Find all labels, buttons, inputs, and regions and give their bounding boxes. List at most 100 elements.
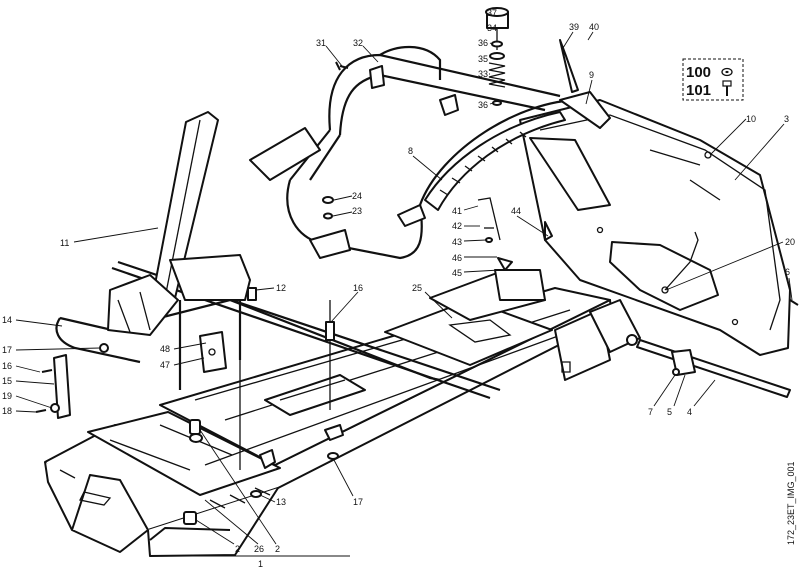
callout-label-42: 42 <box>452 221 462 231</box>
callout-label-43: 43 <box>452 237 462 247</box>
chassis-drawing <box>35 7 799 557</box>
callout-label-37: 37 <box>487 8 497 18</box>
callout-label-12: 12 <box>276 283 286 293</box>
hardware-legend: 100 101 <box>682 58 744 101</box>
callout-label-40: 40 <box>589 22 599 32</box>
leader-line-c11 <box>73 227 159 243</box>
leader-line-c5 <box>673 374 686 407</box>
leader-line-c8 <box>412 155 443 181</box>
leader-line-c47 <box>173 357 205 366</box>
callout-label-2: 2 <box>275 544 280 554</box>
leader-line-c7 <box>653 374 676 407</box>
callout-label-8: 8 <box>408 146 413 156</box>
leader-line-c2a <box>195 519 235 545</box>
callout-label-20: 20 <box>785 237 795 247</box>
callout-label-13: 13 <box>276 497 286 507</box>
upper-brackets <box>559 39 611 129</box>
leader-lines <box>15 27 793 557</box>
callout-label-4: 4 <box>687 407 692 417</box>
callout-label-7: 7 <box>648 407 653 417</box>
leader-line-c39 <box>562 31 574 49</box>
callout-label-14: 14 <box>2 315 12 325</box>
leader-line-c24 <box>333 195 353 201</box>
callout-label-23: 23 <box>352 206 362 216</box>
callout-label-3: 3 <box>784 114 789 124</box>
leader-line-c15 <box>15 380 55 385</box>
leader-line-c13 <box>259 494 276 503</box>
leader-line-c48 <box>173 342 207 350</box>
leader-line-c41 <box>463 205 479 211</box>
leader-line-c4 <box>693 379 716 407</box>
cable-20 <box>661 231 699 294</box>
callout-label-9: 9 <box>589 70 594 80</box>
leader-line-c35 <box>489 56 492 59</box>
leader-line-c20 <box>665 241 784 291</box>
leader-line-c17b <box>333 459 354 497</box>
callout-label-2: 2 <box>235 544 240 554</box>
callout-label-36: 36 <box>478 100 488 110</box>
callout-label-16: 16 <box>2 361 12 371</box>
leader-line-c40 <box>587 31 594 41</box>
leader-line-c18 <box>15 410 37 413</box>
front-upright <box>107 111 251 336</box>
callout-label-47: 47 <box>160 360 170 370</box>
cable-guide <box>424 111 566 211</box>
leader-line-c17a <box>15 347 101 351</box>
callout-label-39: 39 <box>569 22 579 32</box>
leader-line-c44 <box>516 215 549 237</box>
callout-label-17: 17 <box>353 497 363 507</box>
leader-line-c36a <box>489 42 493 45</box>
callout-label-41: 41 <box>452 206 462 216</box>
leader-line-c43 <box>463 239 487 242</box>
callout-label-10: 10 <box>746 114 756 124</box>
leader-line-c26 <box>204 499 259 545</box>
spring-assembly <box>485 7 509 106</box>
callout-label-25: 25 <box>412 283 422 293</box>
callout-label-31: 31 <box>316 38 326 48</box>
callout-label-46: 46 <box>452 253 462 263</box>
callout-label-45: 45 <box>452 268 462 278</box>
callout-label-44: 44 <box>511 206 521 216</box>
leader-line-c23 <box>332 211 353 217</box>
callout-label-24: 24 <box>352 191 362 201</box>
leader-line-c32 <box>362 45 379 63</box>
callout-label-35: 35 <box>478 54 488 64</box>
leader-line-c25 <box>424 291 453 319</box>
leader-line-c36b <box>489 102 494 105</box>
callout-label-36: 36 <box>478 38 488 48</box>
callout-label-32: 32 <box>353 38 363 48</box>
callout-label-18: 18 <box>2 406 12 416</box>
callout-label-15: 15 <box>2 376 12 386</box>
callout-label-19: 19 <box>2 391 12 401</box>
callout-label-17: 17 <box>2 345 12 355</box>
leader-line-c31 <box>325 45 343 67</box>
leader-line-c6 <box>788 277 793 301</box>
rear-tube-frame <box>249 45 581 260</box>
hardware <box>35 61 799 498</box>
leader-line-c9 <box>585 79 593 105</box>
callout-label-33: 33 <box>478 69 488 79</box>
leader-line-c2b <box>199 429 277 545</box>
leader-line-c45 <box>463 269 501 273</box>
callout-label-6: 6 <box>785 267 790 277</box>
drawing-code: 172_23ET_IMG_001 <box>786 461 796 545</box>
legend-number-100: 100 <box>686 64 711 81</box>
bolt-icon <box>722 80 732 96</box>
callout-label-1: 1 <box>258 559 263 569</box>
leader-line-c12 <box>255 287 275 291</box>
rear-axle <box>636 339 791 398</box>
callout-label-34: 34 <box>487 23 497 33</box>
leader-line-c16b <box>15 365 41 373</box>
legend-number-101: 101 <box>686 82 711 99</box>
callout-label-11: 11 <box>60 238 69 248</box>
leader-line-c3 <box>734 123 785 181</box>
leader-line-c10 <box>709 118 747 156</box>
callout-label-5: 5 <box>667 407 672 417</box>
rear-cover-panel <box>519 99 791 356</box>
callout-label-48: 48 <box>160 344 170 354</box>
leader-line-c16a <box>330 291 359 323</box>
callout-label-16: 16 <box>353 283 363 293</box>
leader-line-c14 <box>15 319 63 327</box>
